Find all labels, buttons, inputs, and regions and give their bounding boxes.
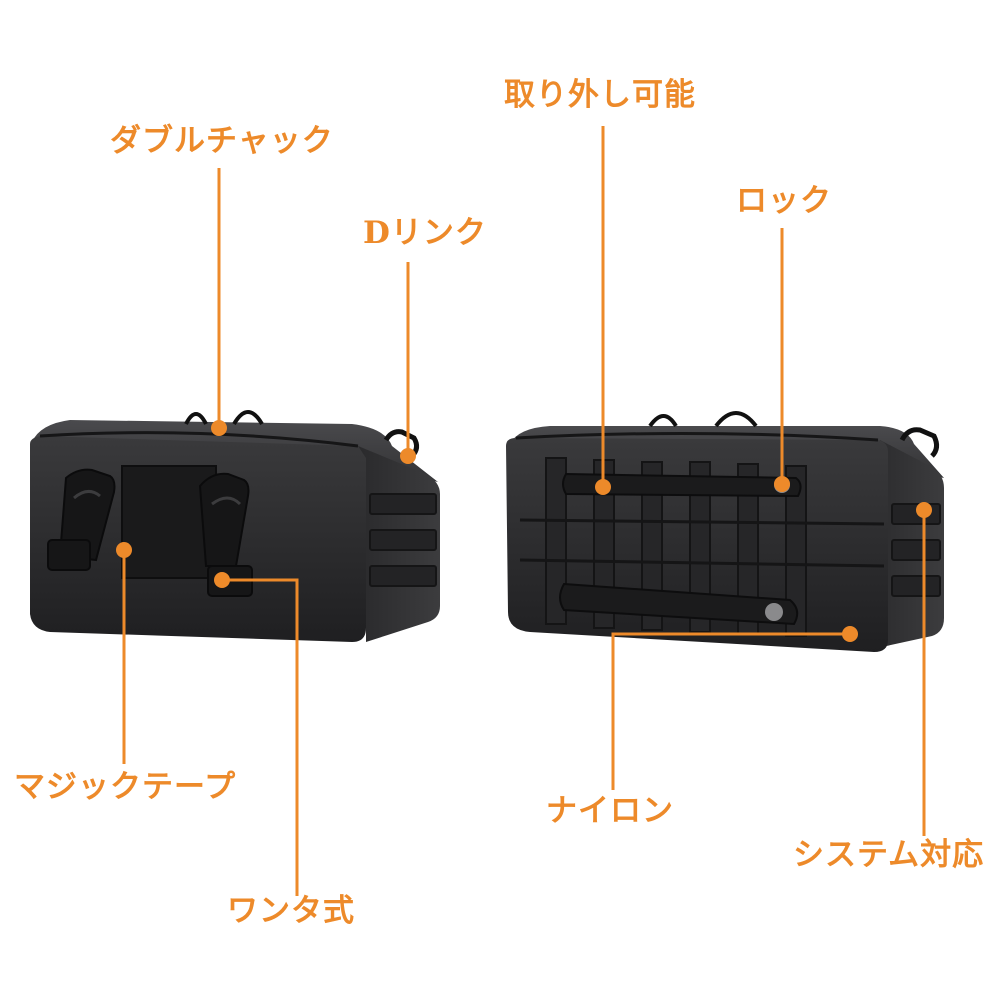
label-one-touch: ワンタ式 [227, 893, 355, 929]
label-lock: ロック [736, 183, 832, 219]
right-bag [506, 411, 944, 652]
label-system-compatible: システム対応 [793, 837, 985, 873]
left-bag [30, 410, 440, 642]
callout-lines [122, 126, 926, 896]
label-double-zipper: ダブルチャック [110, 123, 334, 159]
label-detachable: 取り外し可能 [504, 77, 696, 113]
label-velcro: マジックテープ [14, 769, 237, 805]
callout-dots [116, 420, 932, 642]
label-nylon: ナイロン [546, 793, 674, 829]
label-d-ring: Dリンク [363, 215, 487, 251]
